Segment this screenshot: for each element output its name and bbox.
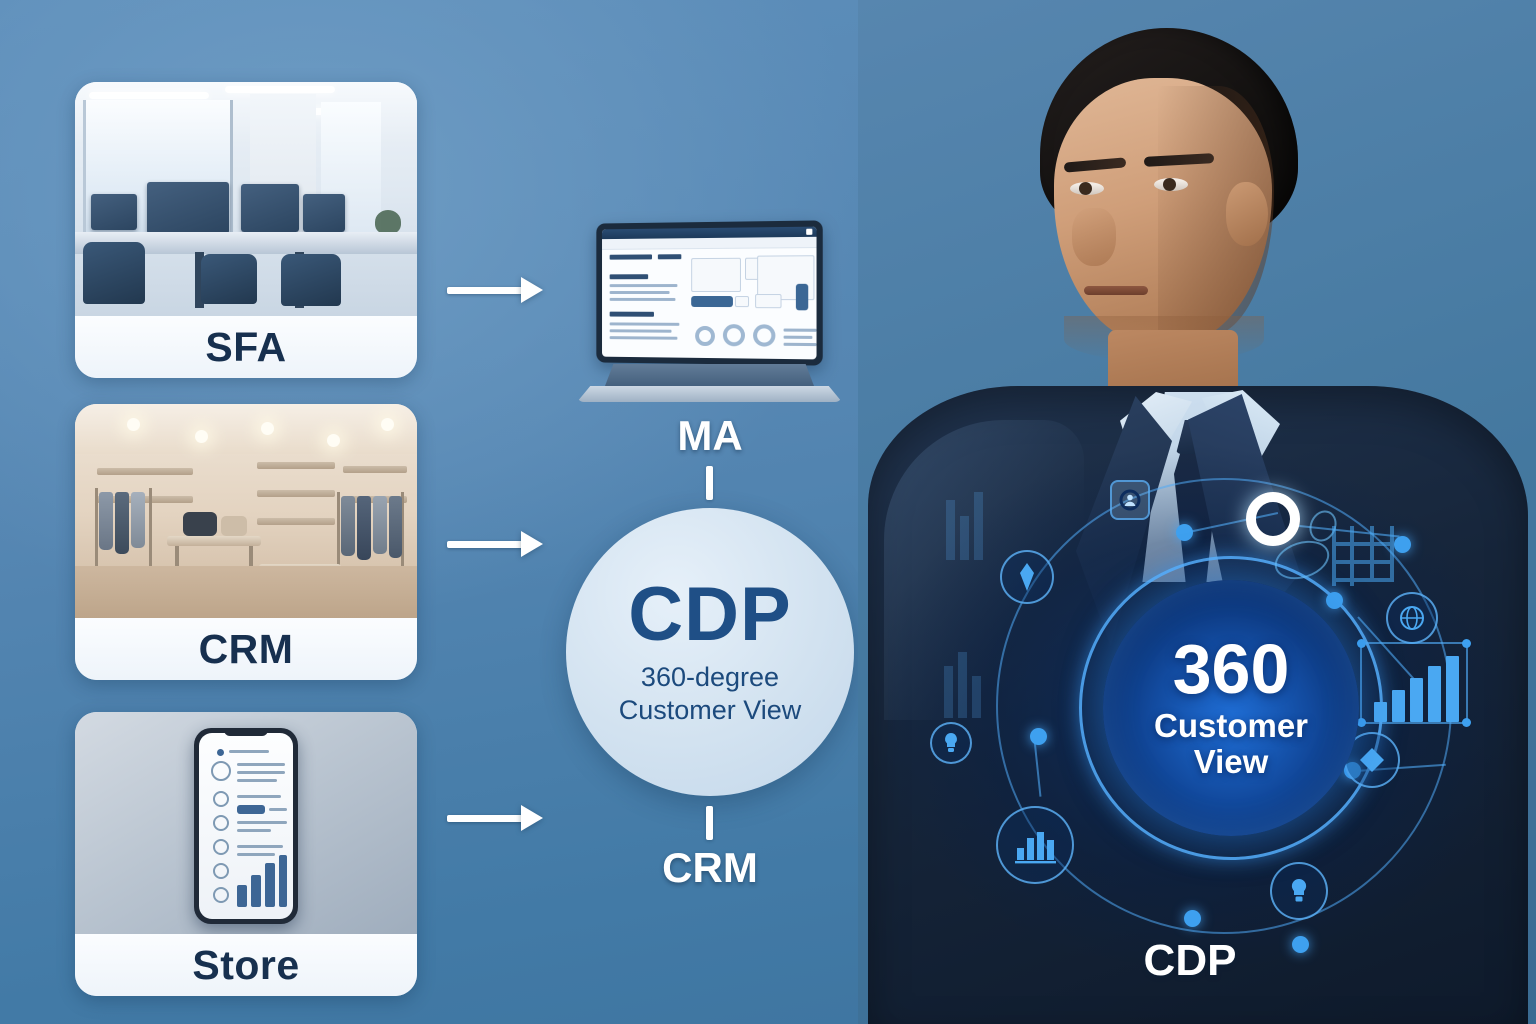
connector-ma bbox=[706, 466, 713, 500]
cdp-subtitle: 360-degree Customer View bbox=[619, 661, 802, 728]
cdp-title: CDP bbox=[628, 571, 792, 657]
arrow-crm-to-cdp bbox=[447, 531, 543, 557]
cdp-circle[interactable]: CDP 360-degree Customer View bbox=[566, 508, 854, 796]
hud-node bbox=[1184, 910, 1201, 927]
connector-crm bbox=[706, 806, 713, 840]
hud-node bbox=[1030, 728, 1047, 745]
hud-core[interactable]: 360 Customer View bbox=[1103, 580, 1359, 836]
arrow-sfa-to-cdp bbox=[447, 277, 543, 303]
cdp-subtitle-line2: Customer View bbox=[618, 695, 802, 725]
hud-node bbox=[1326, 592, 1343, 609]
cdp-subtitle-line1: 360-degree bbox=[640, 661, 780, 692]
location-pin-icon bbox=[1000, 550, 1054, 604]
label-cdp-caption: CDP bbox=[1143, 936, 1237, 985]
laptop-dashboard-icon bbox=[577, 220, 842, 402]
source-card-label: Store bbox=[75, 934, 417, 996]
source-card-sfa[interactable]: SFA bbox=[75, 82, 417, 378]
hud-node bbox=[1394, 536, 1411, 553]
lightbulb-icon bbox=[930, 722, 972, 764]
bar-chart-icon bbox=[996, 806, 1074, 884]
label-ma: MA bbox=[677, 412, 743, 459]
clothing-store-icon bbox=[75, 404, 417, 618]
hud-center-label: Customer View bbox=[1153, 707, 1309, 781]
building-grid-icon bbox=[1332, 526, 1398, 586]
source-card-label: SFA bbox=[75, 316, 417, 378]
source-card-label: CRM bbox=[75, 618, 417, 680]
globe-icon bbox=[1386, 592, 1438, 644]
source-card-store[interactable]: Store bbox=[75, 712, 417, 996]
source-card-crm[interactable]: CRM bbox=[75, 404, 417, 680]
hud-center-line1: Customer bbox=[1153, 707, 1309, 744]
customer-view-hud: 360 Customer View bbox=[930, 470, 1498, 990]
lightbulb-icon bbox=[1270, 862, 1328, 920]
ring-icon bbox=[1246, 492, 1300, 546]
hud-node bbox=[1176, 524, 1193, 541]
smartphone-icon bbox=[75, 712, 417, 934]
hud-node bbox=[1292, 936, 1309, 953]
hud-center-number: 360 bbox=[1172, 630, 1290, 709]
arrow-store-to-cdp bbox=[447, 805, 543, 831]
businessman-portrait: 360 Customer View bbox=[858, 0, 1536, 1024]
user-badge-icon bbox=[1110, 480, 1150, 520]
hud-center-line2: View bbox=[1193, 743, 1269, 781]
bar-chart-icon bbox=[1357, 639, 1471, 727]
office-desks-icon bbox=[75, 82, 417, 316]
label-crm: CRM bbox=[662, 844, 758, 891]
